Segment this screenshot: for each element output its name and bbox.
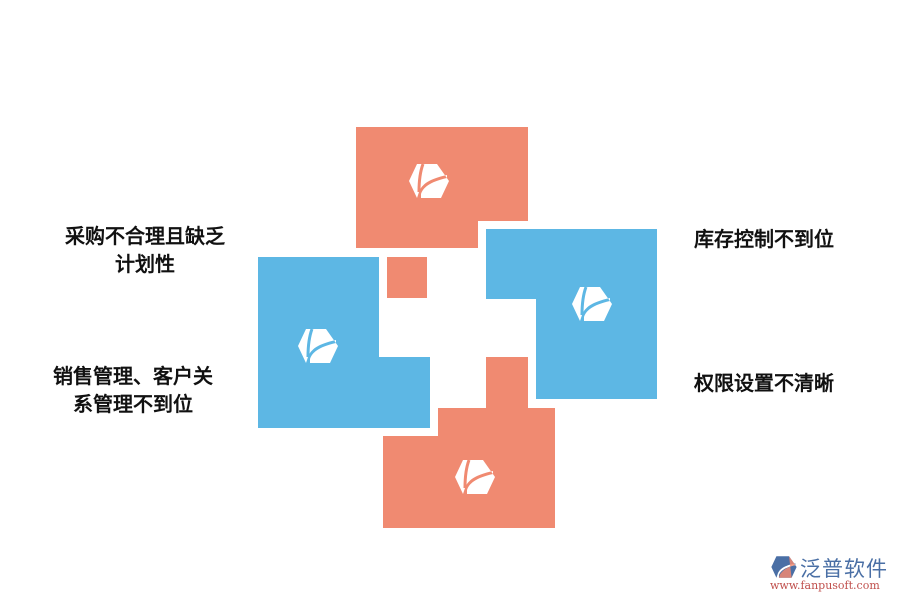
top-salmon-block-lower [356,221,478,248]
left-blue-block-ext [379,357,430,428]
right-blue-block-top [486,229,657,299]
brand-icon [771,556,797,578]
brand-url: www.fanpusoft.com [770,579,880,592]
leaf-hexagon-icon [409,163,449,198]
label-sales-line2: 系管理不到位 [73,392,193,416]
bottom-salmon-block-upper [438,408,555,436]
brand-name: 泛普软件 [800,557,888,581]
label-permissions: 权限设置不清晰 [694,371,834,395]
label-sales-crm: 销售管理、客户关 系管理不到位 [28,362,238,418]
bottom-salmon-block [383,436,555,528]
label-purchasing-line2: 计划性 [115,252,175,276]
brand-logo: 泛普软件 www.fanpusoft.com [768,553,896,595]
label-purchasing-line1: 采购不合理且缺乏 [65,224,225,248]
leaf-hexagon-icon [572,286,612,321]
label-sales-line1: 销售管理、客户关 [53,364,213,388]
bottom-small-salmon [486,357,528,408]
leaf-hexagon-icon [455,459,495,494]
leaf-hexagon-icon [298,328,338,363]
label-purchasing: 采购不合理且缺乏 计划性 [40,222,250,278]
small-salmon-square [387,257,427,298]
label-inventory: 库存控制不到位 [694,227,834,251]
